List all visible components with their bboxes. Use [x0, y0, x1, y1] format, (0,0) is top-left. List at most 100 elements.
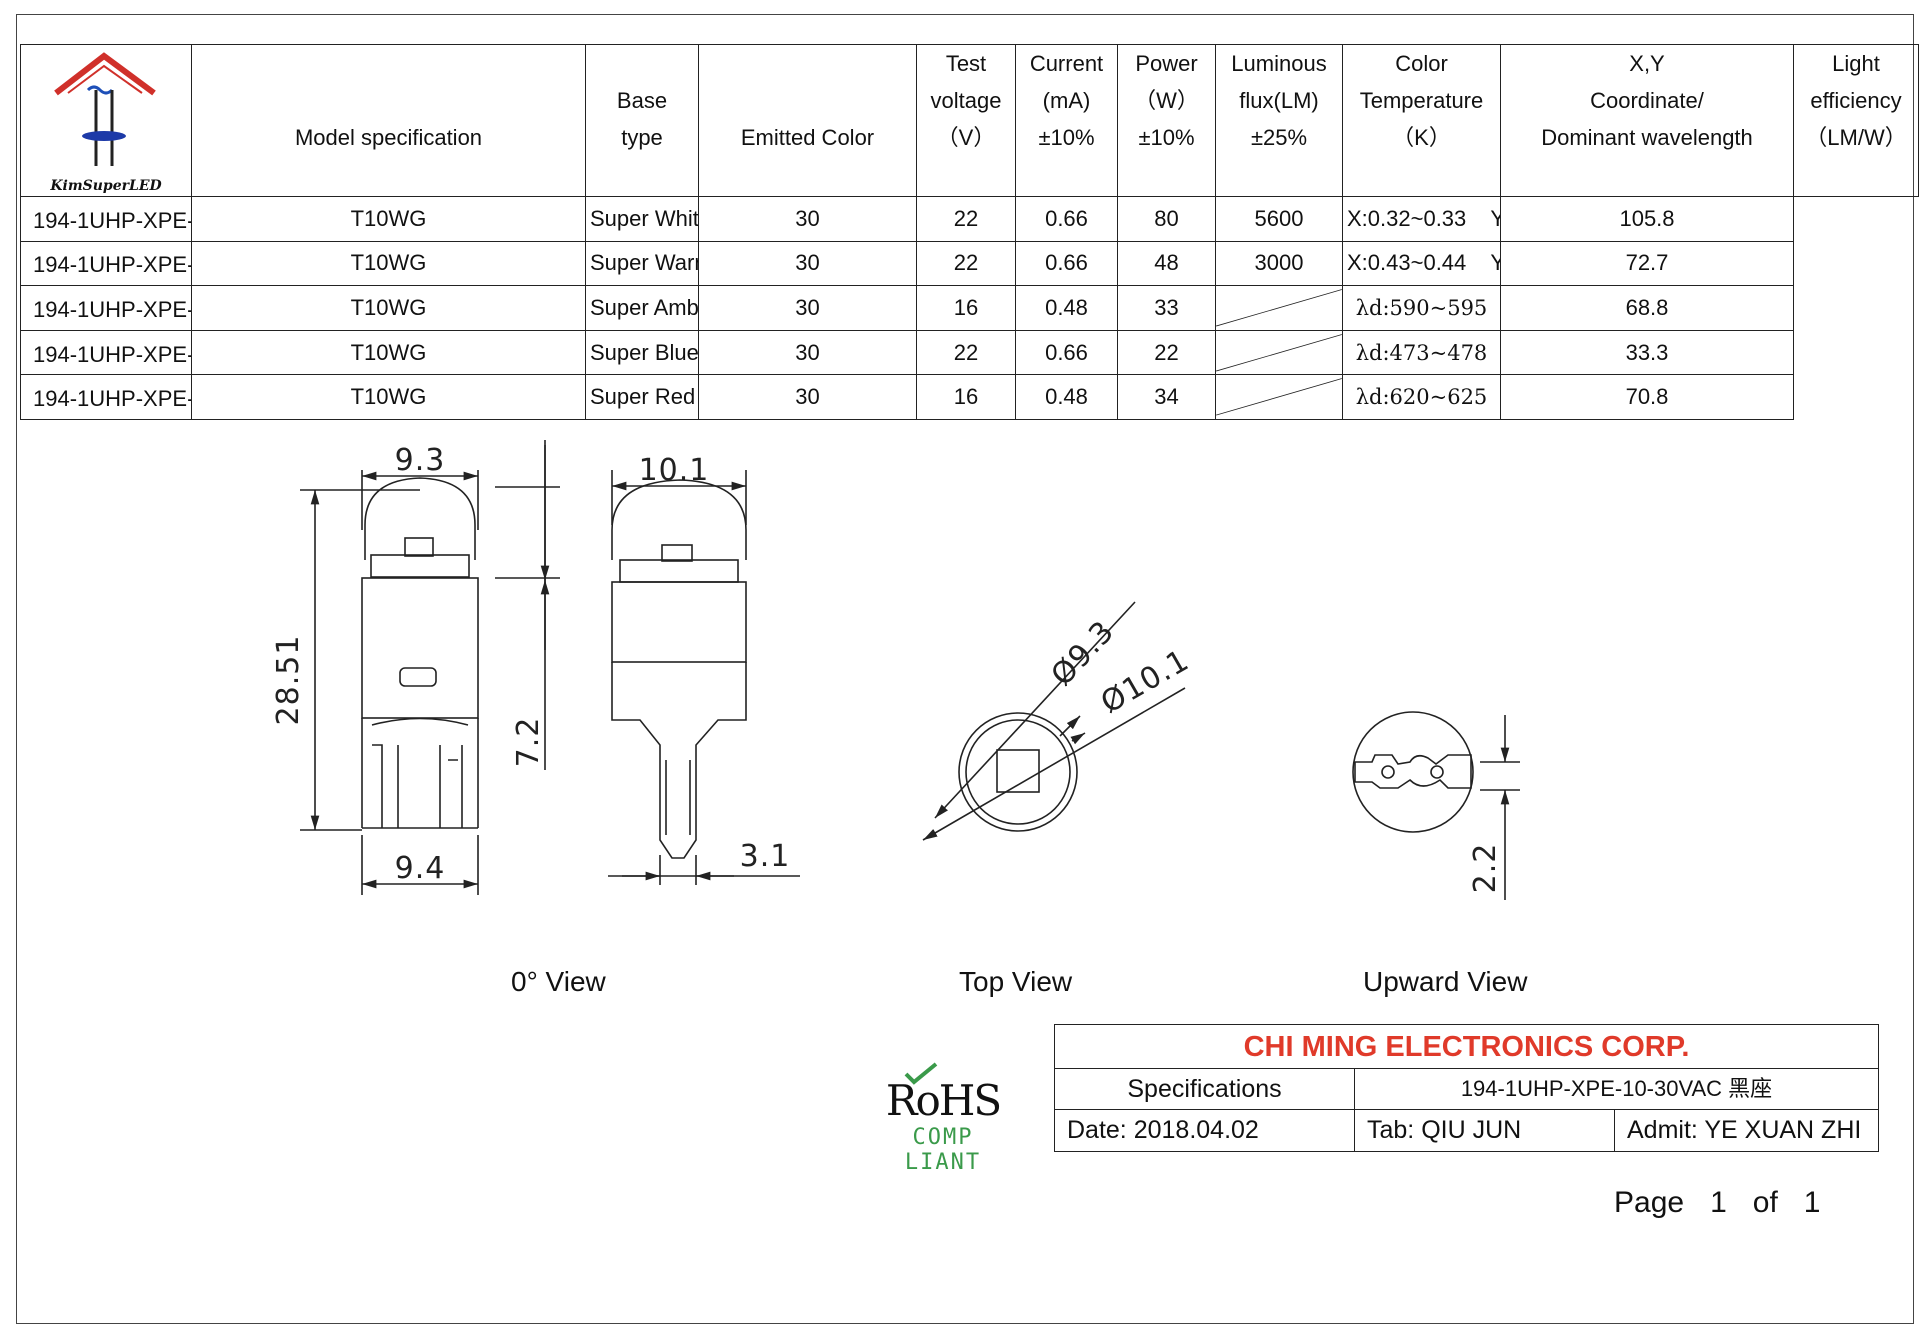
cell-base: T10WG [191, 329, 586, 376]
table-row: 194-1UHP-XPE-B-10-30VAC 黑座 T10WG Super B… [20, 329, 1919, 376]
cell-current: 22 [916, 196, 1016, 242]
cell-power: 0.48 [1015, 374, 1118, 420]
cell-flux: 22 [1117, 329, 1216, 376]
dim-front-height: 28.51 [271, 635, 306, 726]
front-view-drawing [361, 477, 479, 829]
cell-current: 22 [916, 240, 1016, 287]
cell-voltage: 30 [698, 285, 917, 331]
checkmark-icon [904, 1062, 938, 1085]
dim-front-top-width: 9.3 [395, 443, 446, 478]
dim-upward-slot: 2.2 [1468, 843, 1503, 894]
table-row: 194-1UHP-XPE-A-10-30VAC 黑座 T10WG Super A… [20, 285, 1919, 331]
cell-cct-empty [1215, 329, 1343, 376]
page-of: of [1752, 1186, 1778, 1219]
dim-top-outer-dia: Ø10.1 [1095, 643, 1195, 721]
cell-efficiency: 68.8 [1500, 285, 1794, 331]
cell-cct: 3000 [1215, 240, 1343, 287]
cell-current: 22 [916, 329, 1016, 376]
diagonal-slash-icon [1216, 378, 1342, 416]
cell-voltage: 30 [698, 240, 917, 287]
rohs-compliant-text: COMP LIANT [904, 1125, 982, 1175]
cell-color: Super Amber [585, 285, 699, 331]
cell-efficiency: 70.8 [1500, 374, 1794, 420]
cell-voltage: 30 [698, 374, 917, 420]
header-current: Current(mA)±10% [1015, 44, 1118, 197]
cell-flux: 33 [1117, 285, 1216, 331]
logo-text: KimSuperLED [50, 177, 162, 194]
admit-field: Admit: YE XUAN ZHI [1627, 1116, 1862, 1144]
title-block: CHI MING ELECTRONICS CORP. Specification… [1054, 1024, 1879, 1152]
logo: KimSuperLED [20, 44, 192, 197]
cell-power: 0.66 [1015, 329, 1118, 376]
page-frame [16, 14, 1914, 1324]
cell-xy: X:0.32~0.33 Y:0.34~0.35 [1342, 196, 1501, 242]
page-label: Page [1614, 1186, 1685, 1219]
cell-model: 194-1UHP-XPE-R-10-30VAC 黑座 [20, 374, 192, 420]
dim-side-pin-width: 3.1 [740, 839, 791, 874]
cell-voltage: 30 [698, 196, 917, 242]
cell-power: 0.48 [1015, 285, 1118, 331]
upward-view-label: Upward View [1363, 966, 1528, 997]
page-total: 1 [1803, 1186, 1821, 1219]
cell-model: 194-1UHP-XPE-B-10-30VAC 黑座 [20, 329, 192, 376]
side-view-drawing [611, 479, 747, 859]
spec-value: 194-1UHP-XPE-10-30VAC 黑座 [1460, 1076, 1773, 1101]
header-model: Model specification [191, 44, 586, 197]
spec-label: Specifications [1055, 1069, 1355, 1109]
upward-view-drawing [1352, 711, 1520, 900]
header-color: Emitted Color [698, 44, 917, 197]
dim-front-base-width: 9.4 [395, 851, 446, 886]
cell-base: T10WG [191, 374, 586, 420]
cell-efficiency: 33.3 [1500, 329, 1794, 376]
cell-wavelength: λd:620~625 [1342, 374, 1501, 420]
cell-color: Super Warm White [585, 240, 699, 287]
cell-model: 194-1UHP-XPE-WW-10-30VAC 黑座 [20, 240, 192, 287]
dim-side-top-width: 10.1 [639, 453, 710, 488]
spec-row: Specifications 194-1UHP-XPE-10-30VAC 黑座 [1055, 1069, 1878, 1110]
top-view-label: Top View [959, 966, 1073, 997]
company-name: CHI MING ELECTRONICS CORP. [1055, 1025, 1878, 1069]
table-row: 194-1UHP-XPE-W-10-30VAC 黑座 T10WG Super W… [20, 196, 1919, 242]
diagonal-slash-icon [1216, 334, 1342, 372]
date-field: Date: 2018.04.02 [1055, 1110, 1355, 1151]
side-dimension-lines [495, 440, 800, 885]
cell-power: 0.66 [1015, 240, 1118, 287]
cell-power: 0.66 [1015, 196, 1118, 242]
house-logo-icon [54, 51, 156, 166]
table-row: 194-1UHP-XPE-R-10-30VAC 黑座 T10WG Super R… [20, 374, 1919, 420]
cell-current: 16 [916, 285, 1016, 331]
approval-row: Date: 2018.04.02 Tab: QIU JUN Admit: YE … [1055, 1110, 1878, 1151]
top-view-drawing [922, 601, 1186, 841]
diagonal-slash-icon [1216, 289, 1342, 327]
zero-view-label: 0° View [511, 966, 606, 997]
page-indicator: Page 1 of 1 [1614, 1186, 1846, 1220]
cell-color: Super Red [585, 374, 699, 420]
cell-wavelength: λd:590~595 [1342, 285, 1501, 331]
cell-cct-empty [1215, 374, 1343, 420]
cell-wavelength: λd:473~478 [1342, 329, 1501, 376]
cell-model: 194-1UHP-XPE-W-10-30VAC 黑座 [20, 196, 192, 242]
table-row: 194-1UHP-XPE-WW-10-30VAC 黑座 T10WG Super … [20, 240, 1919, 287]
rohs-text: RoHS [885, 1076, 1002, 1125]
rohs-logo: RoHS COMP LIANT [868, 1060, 1018, 1175]
cell-efficiency: 72.7 [1500, 240, 1794, 287]
cell-color: Super Blue [585, 329, 699, 376]
cell-flux: 48 [1117, 240, 1216, 287]
page-current: 1 [1710, 1186, 1727, 1219]
header-power: Power（W）±10% [1117, 44, 1216, 197]
tab-field: Tab: QIU JUN [1355, 1110, 1615, 1151]
dim-side-base-height: 7.2 [511, 717, 546, 768]
technical-drawings: 9.3 28.51 9.4 10.1 3.1 7.2 3.1 Ø9.3 Ø10.… [271, 440, 1520, 900]
front-dimension-lines [300, 470, 479, 895]
cell-model: 194-1UHP-XPE-A-10-30VAC 黑座 [20, 285, 192, 331]
cell-xy: X:0.43~0.44 Y:0.39~0.40 [1342, 240, 1501, 287]
cell-cct: 5600 [1215, 196, 1343, 242]
cell-flux: 80 [1117, 196, 1216, 242]
